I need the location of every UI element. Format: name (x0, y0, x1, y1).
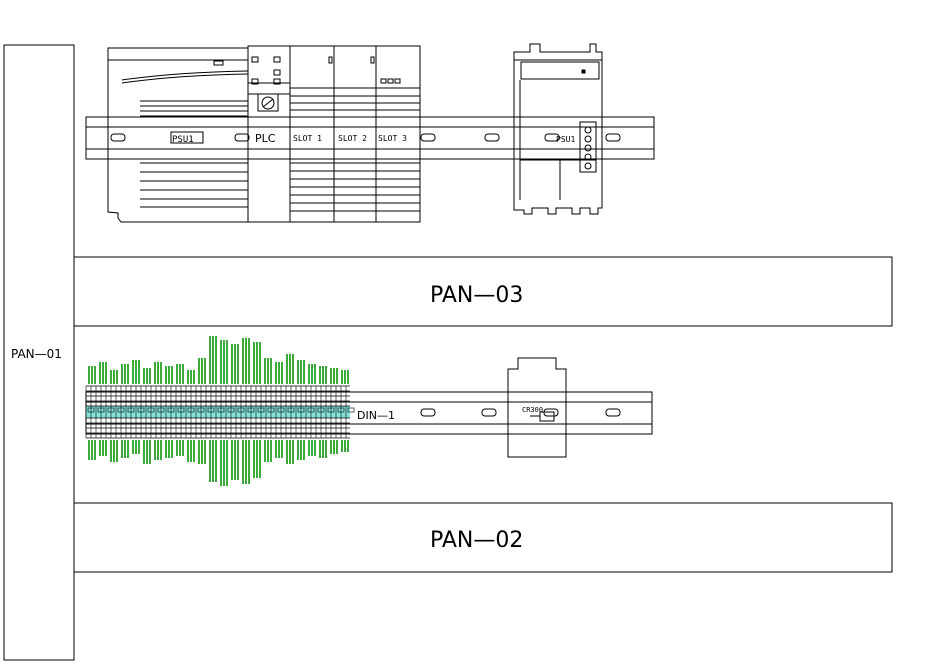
psu1-module[interactable] (107, 47, 249, 223)
cr300-label: CR300 (522, 406, 543, 414)
slot1-label: SLOT 1 (293, 134, 322, 143)
panel-pan-03[interactable] (73, 256, 893, 327)
slot3-module[interactable] (375, 45, 421, 223)
terminal-block-strip[interactable] (85, 336, 355, 486)
pan-01-label: PAN—01 (11, 347, 62, 361)
pan-02-label: PAN—02 (430, 528, 523, 553)
panel-pan-02[interactable] (73, 502, 893, 573)
relay-cr300[interactable] (507, 357, 567, 458)
upper-din-rail (85, 116, 655, 160)
psu2-module[interactable] (513, 43, 603, 215)
din-1-label: DIN—1 (357, 409, 395, 422)
slot2-label: SLOT 2 (338, 134, 367, 143)
pan-03-label: PAN—03 (430, 283, 523, 308)
slot3-label: SLOT 3 (378, 134, 407, 143)
panel-pan-01[interactable] (3, 44, 75, 661)
plc-label: PLC (255, 132, 276, 145)
psu2-label: PSU1 (556, 135, 575, 144)
psu1-label: PSU1 (172, 135, 194, 145)
